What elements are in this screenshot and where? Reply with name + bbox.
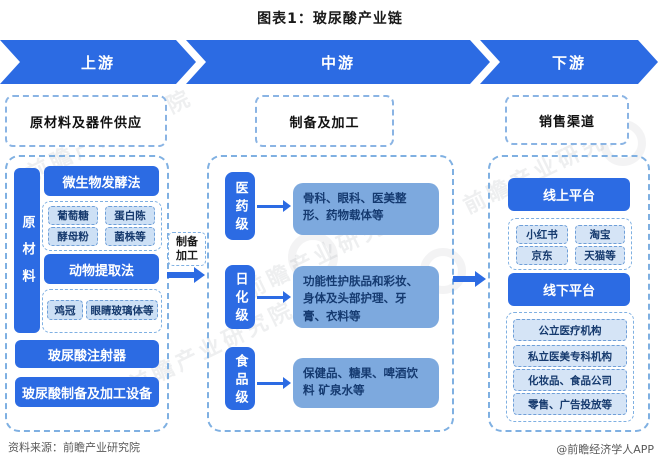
fermentation-item: 葡萄糖 (48, 206, 98, 225)
ha-equipment-box: 玻尿酸制备及加工设备 (15, 377, 159, 407)
fermentation-items-group (42, 201, 162, 251)
connector-label-line2: 加工 (176, 249, 198, 262)
banner-downstream: 下游 (480, 40, 658, 84)
upstream-header-box: 原材料及器件供应 (5, 95, 167, 147)
offline-item: 公立医疗机构 (513, 319, 627, 341)
offline-items-group (506, 312, 634, 422)
midstream-container (207, 155, 454, 432)
downstream-header-box: 销售渠道 (505, 95, 629, 145)
ha-injector-box: 玻尿酸注射器 (15, 340, 159, 368)
offline-item: 零售、广告投放等 (513, 393, 627, 415)
animal-extraction-box: 动物提取法 (44, 254, 159, 284)
extraction-item: 鸡冠 (47, 300, 83, 320)
fermentation-item: 蛋白陈 (105, 206, 155, 225)
raw-material-side-label: 原材料 (14, 168, 40, 333)
offline-platform-box: 线下平台 (508, 273, 630, 306)
source-note: 资料来源：前瞻产业研究院 (8, 441, 140, 454)
midstream-header-label: 制备及加工 (289, 115, 360, 131)
grade-label-pharma: 医药级 (225, 172, 255, 240)
food-desc-box: 保健品、糖果、啤酒饮料 矿泉水等 (293, 358, 439, 408)
upstream-container (5, 155, 169, 432)
fermentation-item: 酵母粉 (48, 227, 98, 246)
banner-midstream: 中游 (186, 40, 490, 84)
banner-upstream-label: 上游 (80, 53, 115, 72)
grade-label-daily-chemical: 日化级 (225, 265, 255, 329)
connector-label-line1: 制备 (176, 234, 198, 248)
offline-item: 私立医美专科机构 (513, 345, 627, 367)
offline-item: 化妆品、食品公司 (513, 369, 627, 391)
online-item: 天猫等 (575, 246, 625, 265)
food-arrow-icon (257, 377, 291, 389)
credit-note: @前瞻经济学人APP (556, 443, 654, 456)
pharma-arrow-icon (257, 200, 291, 212)
banner-midstream-label: 中游 (320, 53, 355, 72)
fermentation-method-box: 微生物发酵法 (44, 166, 159, 196)
grade-label-food: 食品级 (225, 347, 255, 410)
extraction-items-group (42, 289, 162, 333)
midstream-header-box: 制备及加工 (255, 95, 394, 147)
extraction-item: 眼睛玻璃体等 (86, 300, 158, 320)
fermentation-item: 菌株等 (105, 227, 155, 246)
pharma-desc-box: 骨科、眼科、医美整形、药物载体等 (293, 183, 439, 235)
online-platform-box: 线上平台 (508, 178, 630, 211)
online-items-group (508, 218, 632, 270)
connector-label-box: 制备 加工 (168, 232, 206, 266)
page-title: 图表1：玻尿酸产业链 (257, 11, 403, 27)
banner-upstream: 上游 (0, 40, 196, 84)
upstream-header-label: 原材料及器件供应 (29, 115, 142, 131)
online-item: 小红书 (516, 225, 568, 244)
daily-chemical-desc-box: 功能性护肤品和彩妆、身体及头部护理、牙膏、衣料等 (293, 266, 439, 328)
daily-chemical-arrow-icon (257, 291, 291, 303)
midstream-to-downstream-arrow-icon (453, 271, 486, 287)
downstream-header-label: 销售渠道 (538, 114, 595, 130)
downstream-container (488, 155, 650, 432)
online-item: 京东 (516, 246, 568, 265)
upstream-to-midstream-arrow-icon (167, 267, 205, 283)
banner-downstream-label: 下游 (551, 53, 586, 72)
online-item: 淘宝 (575, 225, 625, 244)
